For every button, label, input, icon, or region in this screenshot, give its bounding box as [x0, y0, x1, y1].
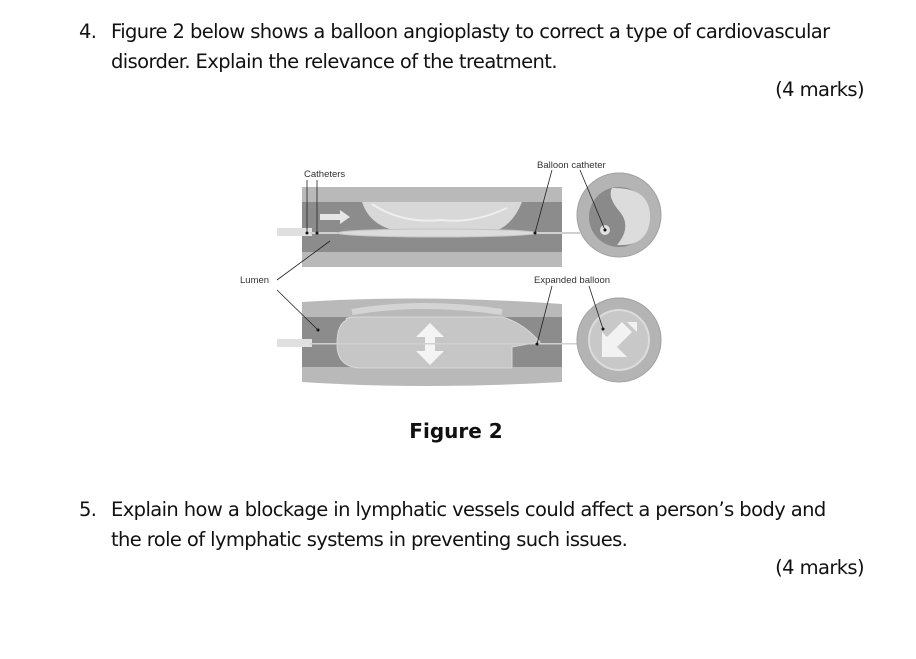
question-number: 5. — [79, 498, 97, 521]
question-4-marks: (4 marks) — [775, 78, 864, 101]
cross-section-before — [576, 172, 662, 258]
question-line: Explain how a blockage in lymphatic vess… — [111, 498, 826, 521]
guide-wire — [310, 343, 580, 345]
label-expanded-balloon: Expanded balloon — [534, 275, 610, 286]
question-line: disorder. Explain the relevance of the t… — [111, 50, 558, 73]
plaque — [362, 202, 522, 232]
question-line: Figure 2 below shows a balloon angioplas… — [111, 20, 830, 43]
catheter-tube — [277, 228, 312, 236]
label-catheters: Catheters — [304, 169, 345, 180]
balloon-angioplasty-figure: Catheters Balloon catheter Lumen Expande… — [240, 160, 662, 386]
label-balloon-catheter: Balloon catheter — [537, 160, 606, 171]
question-text: Explain how a blockage in lymphatic vess… — [111, 495, 867, 555]
deflated-balloon — [336, 228, 538, 238]
cross-section-after — [576, 297, 662, 383]
expansion-arrow-icon — [602, 322, 632, 357]
catheter-tube — [277, 339, 312, 347]
plaque-cross-section — [610, 187, 651, 246]
question-text: Figure 2 below shows a balloon angioplas… — [111, 17, 867, 77]
leader-lines — [276, 169, 606, 345]
vessel-before-panel — [277, 187, 580, 267]
label-lumen: Lumen — [240, 275, 269, 286]
vessel-after-panel — [277, 298, 580, 386]
flow-arrow-icon — [320, 210, 350, 224]
question-5-marks: (4 marks) — [775, 556, 864, 579]
question-number: 4. — [79, 20, 97, 43]
question-line: the role of lymphatic systems in prevent… — [111, 528, 628, 551]
figure-caption: Figure 2 — [409, 419, 503, 443]
expanded-balloon — [336, 316, 541, 369]
